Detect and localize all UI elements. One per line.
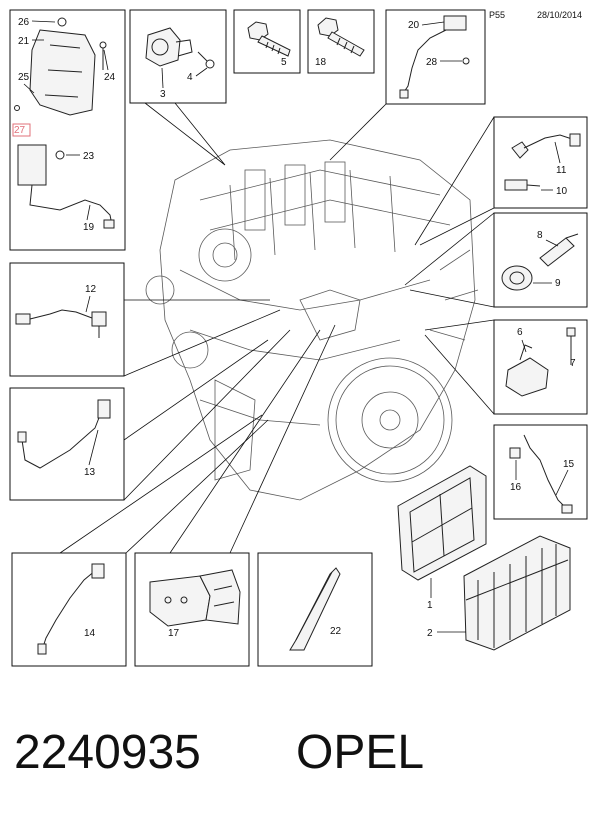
callout-3: 3 <box>160 89 166 100</box>
callout-15: 15 <box>563 459 575 470</box>
leader-box-17 <box>169 329 321 554</box>
flywheel <box>327 357 453 483</box>
leader-box-3 <box>144 102 226 166</box>
callout-1: 1 <box>427 600 433 611</box>
callout-7: 7 <box>570 358 576 369</box>
box-harness-22: 22 <box>257 552 373 667</box>
leader-box-20 <box>329 103 387 161</box>
leader-box-22 <box>229 324 336 554</box>
callout-5: 5 <box>281 57 287 68</box>
part-number: 2240935 <box>14 726 201 779</box>
callout-12: 12 <box>85 284 97 295</box>
callout-2: 2 <box>427 628 433 639</box>
callout-8: 8 <box>537 230 543 241</box>
callout-25: 25 <box>18 72 30 83</box>
box-bolt-18: 18 <box>307 9 375 74</box>
box-sensor-harness-12: 12 <box>9 262 125 377</box>
engine-assembly-drawing <box>145 139 479 501</box>
callout-19: 19 <box>83 222 95 233</box>
brand-name: OPEL <box>296 726 424 779</box>
box-oxygen-sensor-13: 13 <box>9 387 125 501</box>
callout-28: 28 <box>426 57 438 68</box>
callout-22: 22 <box>330 626 342 637</box>
box-crankshaft-sensor-6-7: 6 7 <box>493 319 588 415</box>
callout-13: 13 <box>84 467 96 478</box>
callout-4: 4 <box>187 72 193 83</box>
callout-24: 24 <box>104 72 116 83</box>
box-oxygen-sensor-14: 14 <box>11 552 127 667</box>
diagram-date: 28/10/2014 <box>537 10 582 20</box>
box-sensor-harness-15-16: 15 16 <box>493 424 588 520</box>
callout-26: 26 <box>18 17 30 28</box>
leader-box-10-11 <box>414 116 495 246</box>
callout-11: 11 <box>556 165 567 176</box>
leader-box-12 <box>123 299 281 377</box>
callout-18: 18 <box>315 57 327 68</box>
callout-23: 23 <box>83 151 95 162</box>
box-bolt-5: 5 <box>233 9 301 74</box>
callout-21: 21 <box>18 36 30 47</box>
callout-14: 14 <box>84 628 96 639</box>
box-knock-sensor-8-9: 8 9 <box>493 212 588 308</box>
leader-box-13 <box>123 329 291 501</box>
box-temperature-sensor-20: 20 28 <box>385 9 486 105</box>
leader-box-8-9 <box>404 212 495 308</box>
callout-27: 27 <box>14 125 26 136</box>
leader-box-6-7 <box>424 319 495 415</box>
box-sensor-harness-10-11: 11 10 <box>493 116 588 209</box>
engine-control-module-1: 1 <box>397 465 487 611</box>
ecu-bracket-2: 2 <box>427 535 571 651</box>
callout-16: 16 <box>510 482 522 493</box>
box-exhaust-sensor-bracket: 26 21 25 24 27 23 19 <box>9 9 126 251</box>
diagram-code: P55 <box>489 10 505 20</box>
callout-20: 20 <box>408 20 420 31</box>
box-throttle-actuator: 3 4 <box>129 9 227 104</box>
box-bracket-17: 17 <box>134 552 250 667</box>
callout-27-highlight <box>12 123 31 137</box>
callout-9: 9 <box>555 278 561 289</box>
callout-17: 17 <box>168 628 180 639</box>
callout-10: 10 <box>556 186 568 197</box>
callout-6: 6 <box>517 327 523 338</box>
